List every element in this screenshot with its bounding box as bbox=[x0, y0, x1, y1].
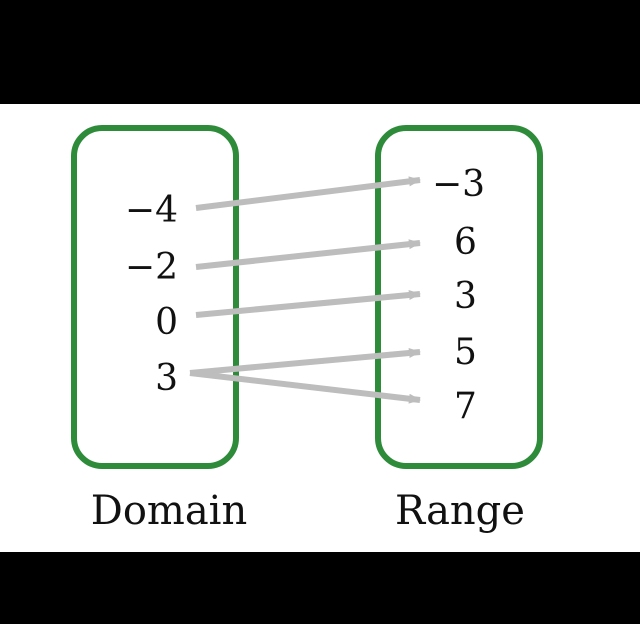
domain-value: 0 bbox=[155, 302, 178, 343]
domain-value: 3 bbox=[155, 358, 178, 399]
domain-label: Domain bbox=[91, 488, 247, 534]
arrows bbox=[189, 176, 421, 404]
arrow-neg2-to-6 bbox=[195, 239, 421, 270]
diagram-panel bbox=[0, 104, 640, 552]
range-value: 3 bbox=[454, 276, 477, 317]
domain-value: −2 bbox=[125, 247, 178, 288]
arrow-3-to-7 bbox=[189, 370, 421, 404]
range-value: 7 bbox=[454, 386, 477, 427]
arrow-3-to-5 bbox=[189, 348, 421, 376]
arrow-neg4-to-neg3 bbox=[195, 176, 421, 211]
range-label: Range bbox=[395, 488, 525, 534]
arrow-0-to-3 bbox=[195, 290, 421, 318]
domain-oval bbox=[71, 125, 239, 469]
range-value: −3 bbox=[432, 164, 485, 205]
range-value: 6 bbox=[454, 222, 477, 263]
range-value: 5 bbox=[454, 332, 477, 373]
domain-value: −4 bbox=[125, 190, 178, 231]
